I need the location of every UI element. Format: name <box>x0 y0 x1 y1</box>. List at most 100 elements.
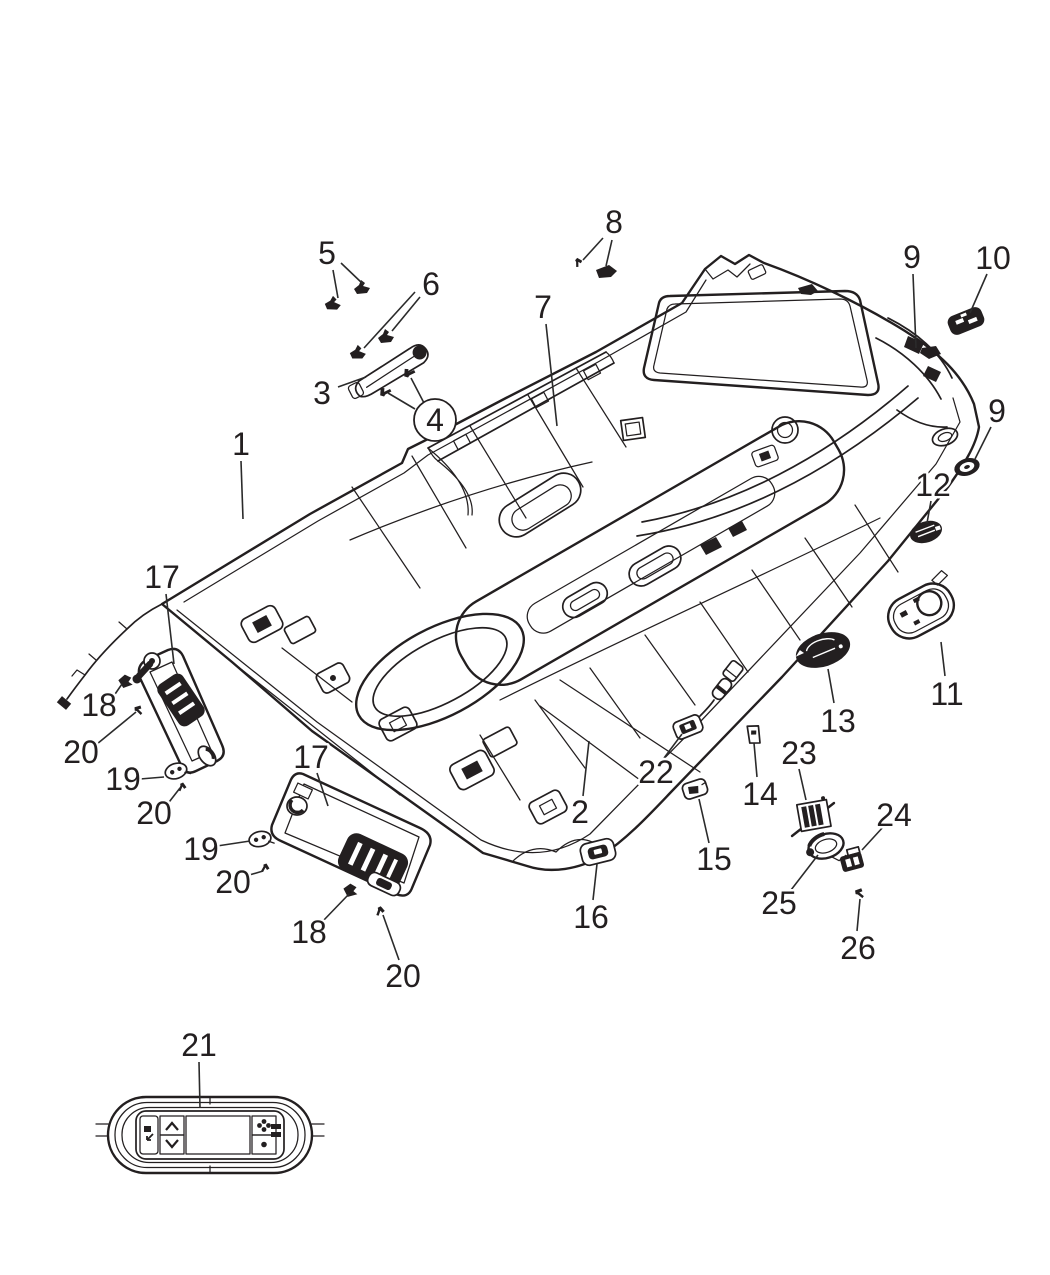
lamp-and-socket-22 <box>672 659 744 740</box>
lamp-lens-16 <box>579 837 617 867</box>
leader-line-22 <box>663 733 683 759</box>
overhead-console <box>95 1095 325 1175</box>
leader-line-19 <box>139 776 165 780</box>
leader-line-25 <box>790 854 819 891</box>
leader-line-26 <box>856 898 861 932</box>
callout-10-retainer-clip: 10 <box>975 240 1011 276</box>
leader-line-13 <box>827 668 835 704</box>
grommet-9 <box>954 457 980 477</box>
callout-20-screw: 20 <box>215 864 251 900</box>
leader-line-6 <box>391 296 421 332</box>
leader-line-23 <box>798 768 807 801</box>
callout-9-corner-retainer: 9 <box>903 239 921 275</box>
callout-14-clip: 14 <box>742 776 778 812</box>
callout-1-headliner-panel: 1 <box>232 426 250 462</box>
leader-line-21 <box>198 1061 201 1109</box>
leader-line-7 <box>545 323 558 427</box>
leader-line-4 <box>387 392 416 410</box>
retainer-clip-10 <box>947 307 985 335</box>
leader-line-6 <box>363 291 416 349</box>
fan-icon <box>257 1119 271 1132</box>
mounting-bracket-23 <box>795 796 832 833</box>
callout-8-fastener-and-clip: 8 <box>605 204 623 240</box>
leader-line-5 <box>340 262 364 285</box>
grab-handle <box>347 344 429 400</box>
visor-pivot-clip <box>343 883 358 897</box>
callout-3-grab-handle: 3 <box>313 375 331 411</box>
headliner-panel <box>56 253 981 872</box>
leader-line-8 <box>582 237 604 261</box>
callout-18-visor-pivot-clip: 18 <box>291 914 327 950</box>
lamp-lens-13 <box>795 632 851 668</box>
leader-line-19 <box>216 840 251 847</box>
fastener-clips <box>324 257 617 360</box>
leader-line-10 <box>969 273 988 314</box>
leader-line-5 <box>332 269 339 299</box>
callout-25-lamp-housing: 25 <box>761 885 797 921</box>
leader-line-1 <box>240 460 244 520</box>
screw-icon <box>133 704 145 717</box>
dot-icon <box>261 1141 267 1148</box>
callout-7-roof-side-rail: 7 <box>534 289 552 325</box>
leader-line-20 <box>96 711 137 745</box>
console-display <box>185 1115 251 1155</box>
callout-6-headliner-clips: 6 <box>422 266 440 302</box>
visor-support-clip <box>164 762 192 780</box>
leader-line-12 <box>926 500 932 524</box>
visor-support-clip <box>248 830 275 848</box>
chevron-icons <box>165 1121 179 1149</box>
leader-line-20 <box>382 914 400 961</box>
callout-19-visor-support-clip: 19 <box>105 761 141 797</box>
leader-line-16 <box>592 863 598 901</box>
callout-4-grab-handle-screws: 4 <box>426 402 444 438</box>
callout-balloon-4 <box>413 398 457 442</box>
sun-visor-center <box>270 772 432 897</box>
console-mode-button <box>139 1115 159 1155</box>
leader-line-14 <box>753 742 758 778</box>
leader-line-20 <box>165 787 181 807</box>
leader-line-17 <box>316 772 329 807</box>
leader-line-17 <box>165 593 175 665</box>
callout-15-lamp-housing: 15 <box>696 841 732 877</box>
console-dot-button <box>251 1134 277 1155</box>
console-down-button <box>159 1134 185 1155</box>
console-button-panel <box>135 1110 285 1160</box>
leader-line-18 <box>321 893 350 923</box>
leader-line-9 <box>912 273 917 349</box>
clip-icon <box>596 265 617 278</box>
callout-17-sun-visor: 17 <box>293 739 329 775</box>
lamp-housing-15 <box>681 778 709 800</box>
callout-26-screw: 26 <box>840 930 876 966</box>
leader-line-4 <box>410 377 425 404</box>
plug-cap-12 <box>909 520 943 544</box>
callout-21-overhead-console: 21 <box>181 1027 217 1063</box>
lamp-24 <box>839 846 865 872</box>
leader-line-9 <box>974 426 992 460</box>
rear-hvac-icon <box>271 1124 281 1137</box>
callout-12-plug-cap: 12 <box>915 467 951 503</box>
callout-23-mounting-bracket: 23 <box>781 735 817 771</box>
leader-line-8 <box>605 239 613 267</box>
leader-line-11 <box>940 641 946 677</box>
clip-14 <box>746 725 761 744</box>
callout-18-visor-pivot-clip: 18 <box>81 687 117 723</box>
leader-line-3 <box>337 376 367 388</box>
callout-19-visor-support-clip: 19 <box>183 831 219 867</box>
callout-5-headliner-clips: 5 <box>318 235 336 271</box>
leader-line-18 <box>112 683 123 698</box>
callout-20-screw: 20 <box>385 958 421 994</box>
clip-icon <box>324 294 342 312</box>
callout-11-lamp-bezel: 11 <box>930 676 963 712</box>
callout-20-screw: 20 <box>136 795 172 831</box>
leader-line-15 <box>698 798 710 844</box>
clip-icon <box>349 344 367 360</box>
leader-line-2 <box>582 740 590 797</box>
sun-visor-left <box>132 647 225 774</box>
callout-9-grommet: 9 <box>988 393 1006 429</box>
callout-22-lamp-and-socket: 22 <box>638 754 674 790</box>
leader-line-20 <box>245 870 264 877</box>
leader-line-24 <box>861 825 885 851</box>
